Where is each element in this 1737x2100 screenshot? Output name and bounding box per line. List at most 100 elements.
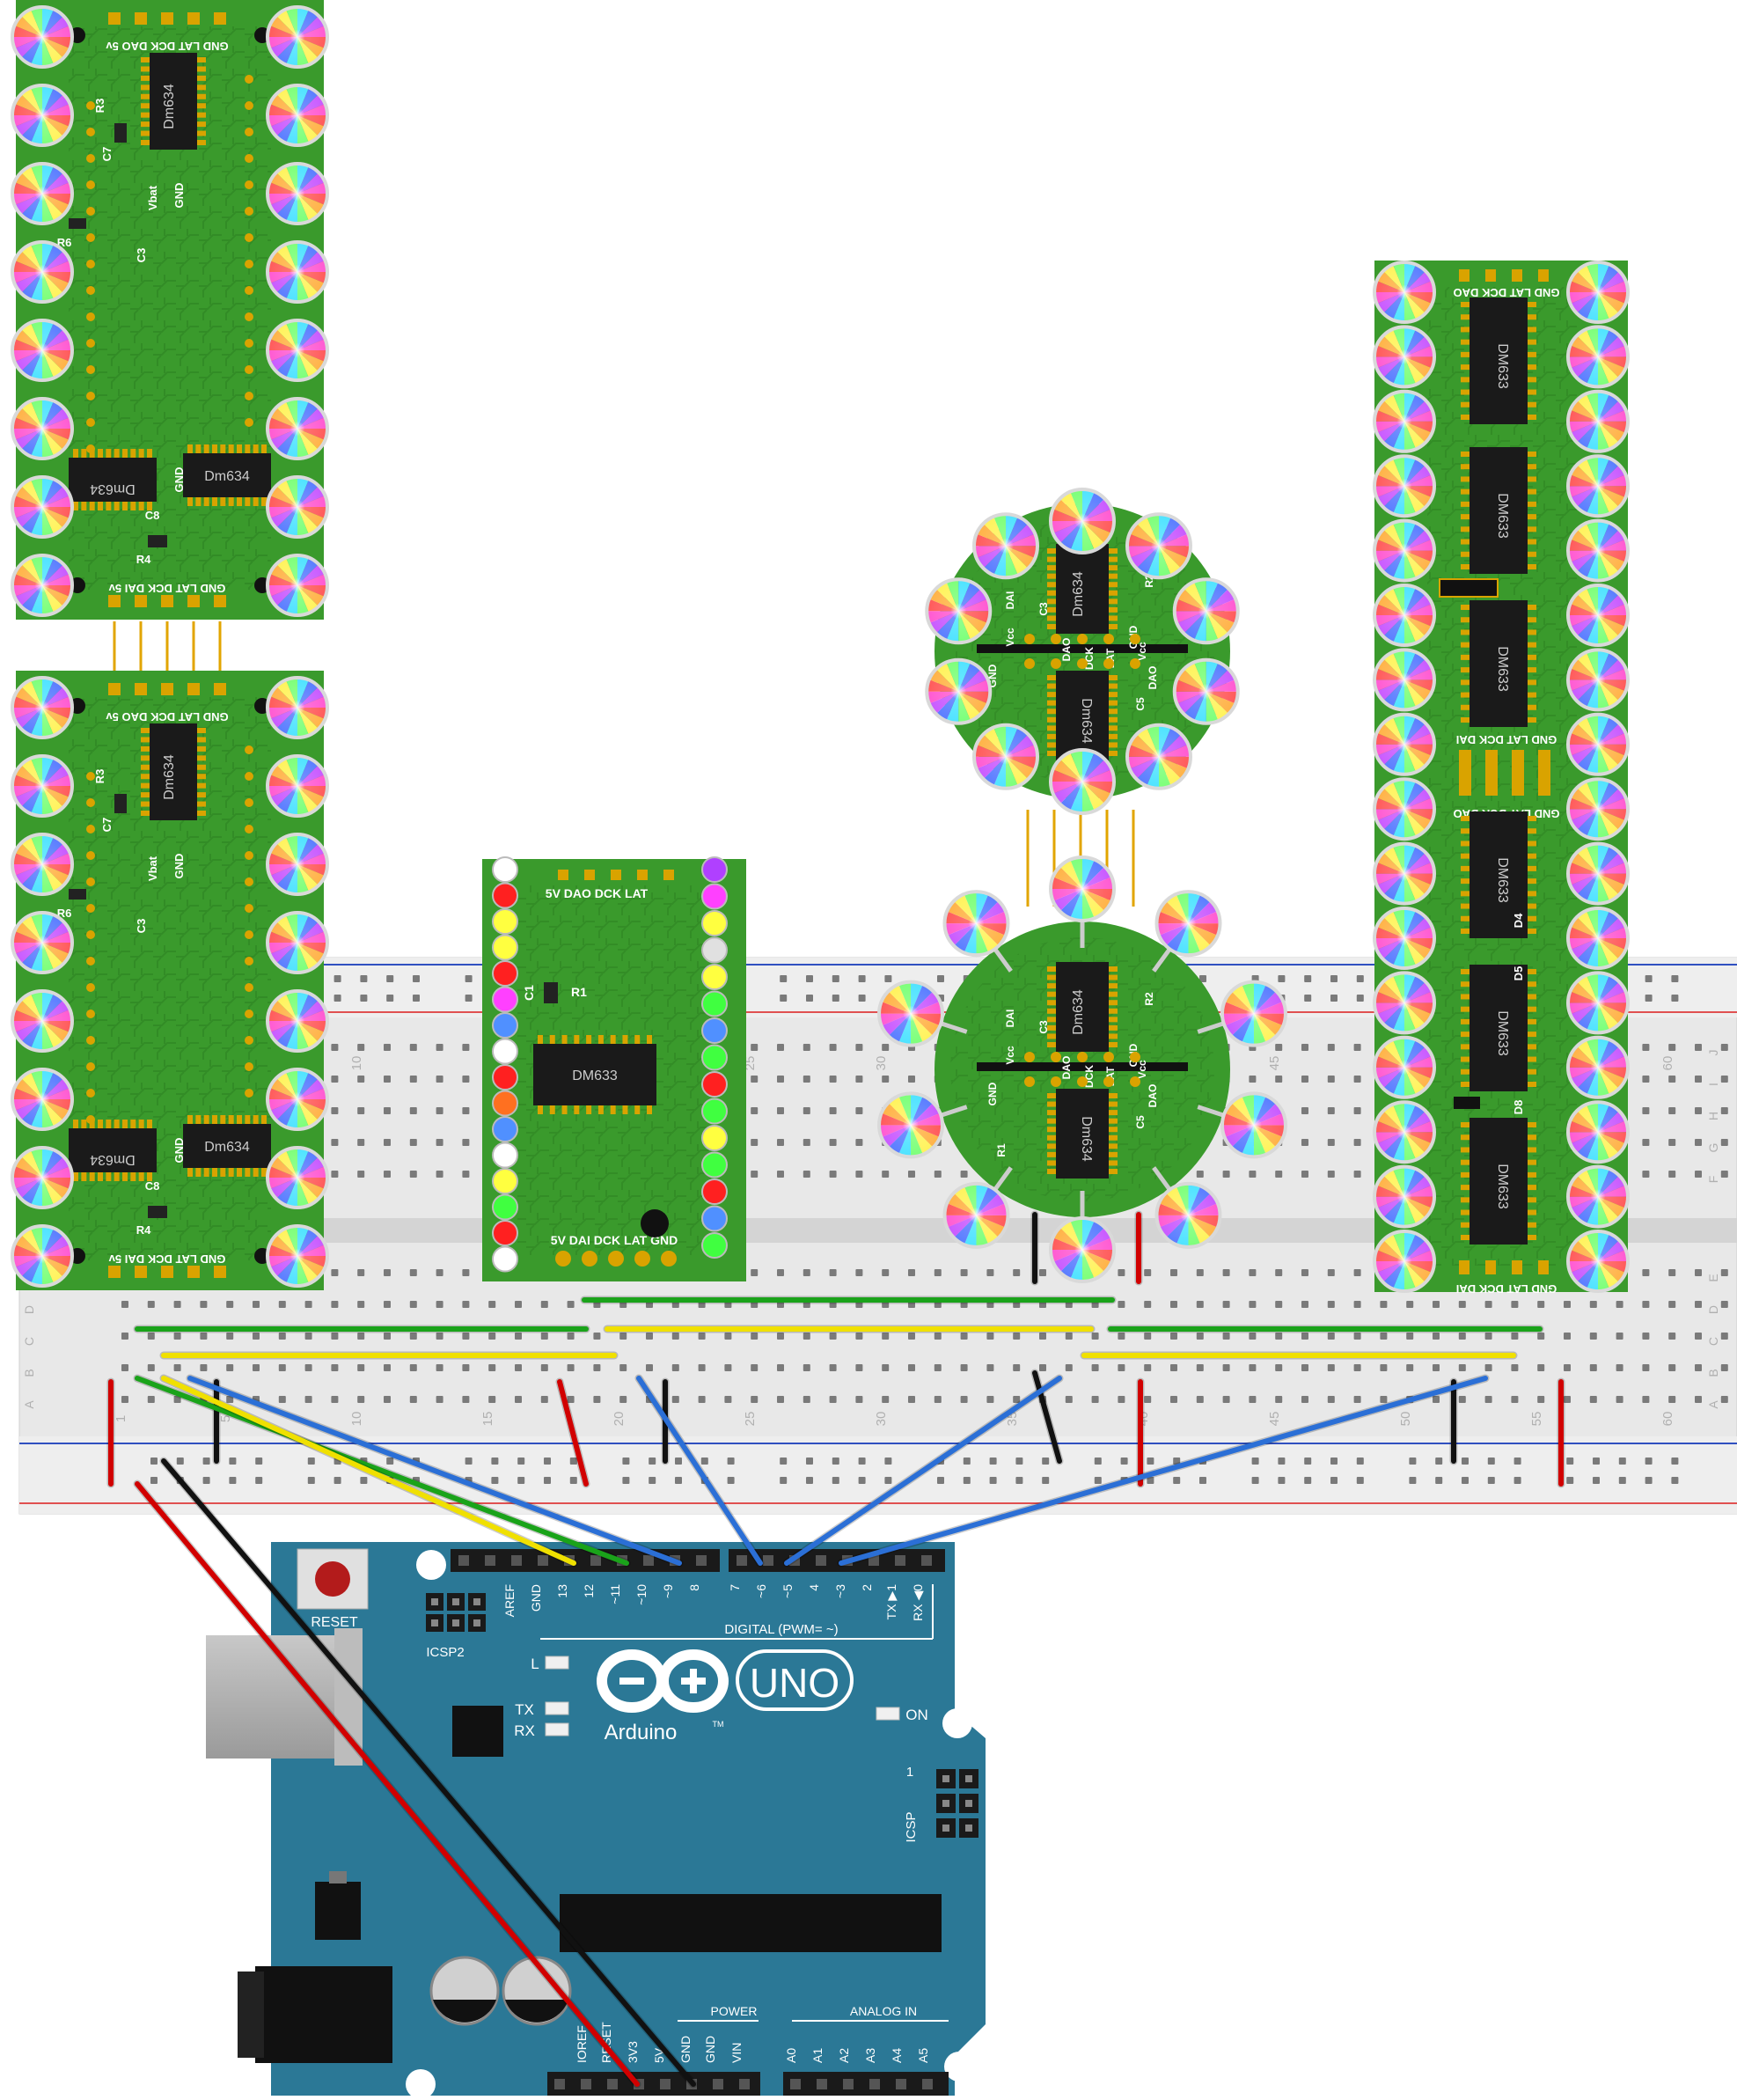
rgb-led xyxy=(877,1091,945,1159)
rgb-led xyxy=(266,5,329,69)
rgb-led xyxy=(266,833,329,896)
component-label: C8 xyxy=(145,509,160,522)
led-3mm xyxy=(701,1017,728,1044)
component-label: C3 xyxy=(135,248,148,263)
rgb-led xyxy=(11,5,74,69)
wire-blue-to-arduino xyxy=(839,1376,1488,1566)
rgb-led xyxy=(1373,1100,1436,1164)
rgb-led xyxy=(925,657,993,725)
rgb-led xyxy=(11,754,74,818)
rgb-led xyxy=(266,162,329,225)
power-pin-label: VIN xyxy=(729,2043,744,2063)
led-3mm xyxy=(701,936,728,964)
led-3mm xyxy=(492,934,518,961)
column-number: 15 xyxy=(480,1412,495,1427)
digital-pin-label: 13 xyxy=(555,1584,569,1598)
rgb-led xyxy=(266,1224,329,1288)
ic-chip: DM633 xyxy=(533,1035,656,1114)
chip-label: Dm634 xyxy=(1079,698,1094,744)
analog-header[interactable] xyxy=(783,2072,949,2096)
ic-chip: DM633 xyxy=(1461,297,1536,424)
power-header[interactable] xyxy=(547,2072,760,2096)
rgb-led xyxy=(1566,1100,1630,1164)
component-label: R6 xyxy=(57,236,72,249)
rgb-led xyxy=(1373,325,1436,389)
chip-label: DM633 xyxy=(1495,646,1510,692)
rgb-led xyxy=(1049,855,1116,922)
wire-yellow-to-arduino xyxy=(161,1376,576,1566)
rgb-led xyxy=(1566,712,1630,776)
led-3mm xyxy=(701,1044,728,1071)
rgb-led xyxy=(1373,907,1436,970)
analog-pin-label: A2 xyxy=(837,2048,851,2063)
led-3mm xyxy=(492,986,518,1013)
chip-label: DM633 xyxy=(1495,1010,1510,1056)
rgb-led xyxy=(1049,488,1116,554)
rgb-led xyxy=(1373,584,1436,647)
rgb-led xyxy=(1049,1216,1116,1283)
header-label-bottom: GND LAT DCK DAI 5v xyxy=(108,1252,225,1266)
led-3mm xyxy=(492,856,518,883)
component-label: R3 xyxy=(93,769,106,784)
rgb-led xyxy=(266,754,329,818)
power-pin-label: 3V3 xyxy=(626,2041,640,2063)
led-3mm xyxy=(701,856,728,883)
rgb-led xyxy=(1373,971,1436,1035)
rgb-led xyxy=(1373,648,1436,712)
row-letter: A xyxy=(22,1400,36,1409)
rgb-led xyxy=(1172,577,1240,645)
wire-blue-to-arduino xyxy=(187,1376,682,1566)
jumper-red xyxy=(557,1379,589,1487)
column-number: 25 xyxy=(743,1412,758,1427)
row-letter: J xyxy=(1706,1050,1720,1056)
component-label: C3 xyxy=(1037,602,1050,616)
digital-pin-label: ~10 xyxy=(634,1584,649,1605)
rgb-led xyxy=(1566,454,1630,518)
row-letter: A xyxy=(1706,1400,1720,1409)
wire-black-to-arduino xyxy=(161,1458,696,2087)
jumper-black xyxy=(1032,1370,1062,1464)
chip-label: Dm634 xyxy=(204,469,250,484)
rgb-led xyxy=(1373,454,1436,518)
led-3mm xyxy=(492,1142,518,1169)
digital-pin-label: ~5 xyxy=(781,1584,795,1598)
rgb-led xyxy=(1220,980,1287,1047)
digital-pin-label: TX ▶1 xyxy=(884,1584,898,1620)
chip-label: Dm634 xyxy=(1071,989,1086,1035)
rgb-led xyxy=(1566,261,1630,324)
rgb-led xyxy=(1373,712,1436,776)
power-pin-label: GND xyxy=(678,2036,693,2063)
column-number: 60 xyxy=(1660,1412,1675,1427)
rgb-led xyxy=(1373,261,1436,324)
header-label-top: GND LAT DCK DAO xyxy=(1453,286,1559,299)
rgb-led xyxy=(1049,748,1116,815)
breadboard-row-letters-bottom: EEDDCCBBAA xyxy=(22,1274,1720,1408)
icsp-label: ICSP xyxy=(904,1811,919,1842)
column-number: 10 xyxy=(349,1056,364,1071)
component-label: D8 xyxy=(1512,1100,1525,1115)
header-label-mid-a: GND LAT DCK DAI xyxy=(1456,733,1557,746)
rgb-led xyxy=(972,512,1040,580)
rgb-led xyxy=(266,911,329,974)
row-letter: C xyxy=(22,1337,36,1346)
rgb-led xyxy=(972,723,1040,790)
rgb-led xyxy=(942,1181,1010,1249)
analog-pin-label: A4 xyxy=(890,2048,904,2063)
led-3mm xyxy=(492,1116,518,1142)
digital-pin-label: RX ◀0 xyxy=(911,1584,925,1621)
led-3mm xyxy=(701,1098,728,1125)
led-3mm xyxy=(701,1151,728,1178)
component-label: Vcc xyxy=(1136,1060,1148,1079)
rgb-led xyxy=(11,240,74,304)
header-label-top: GND LAT DCK DAO 5v xyxy=(106,710,229,723)
led-3mm xyxy=(492,1038,518,1065)
row-letter: D xyxy=(1706,1305,1720,1314)
chip-label: Dm634 xyxy=(90,481,136,496)
mounting-hole xyxy=(942,1708,972,1738)
